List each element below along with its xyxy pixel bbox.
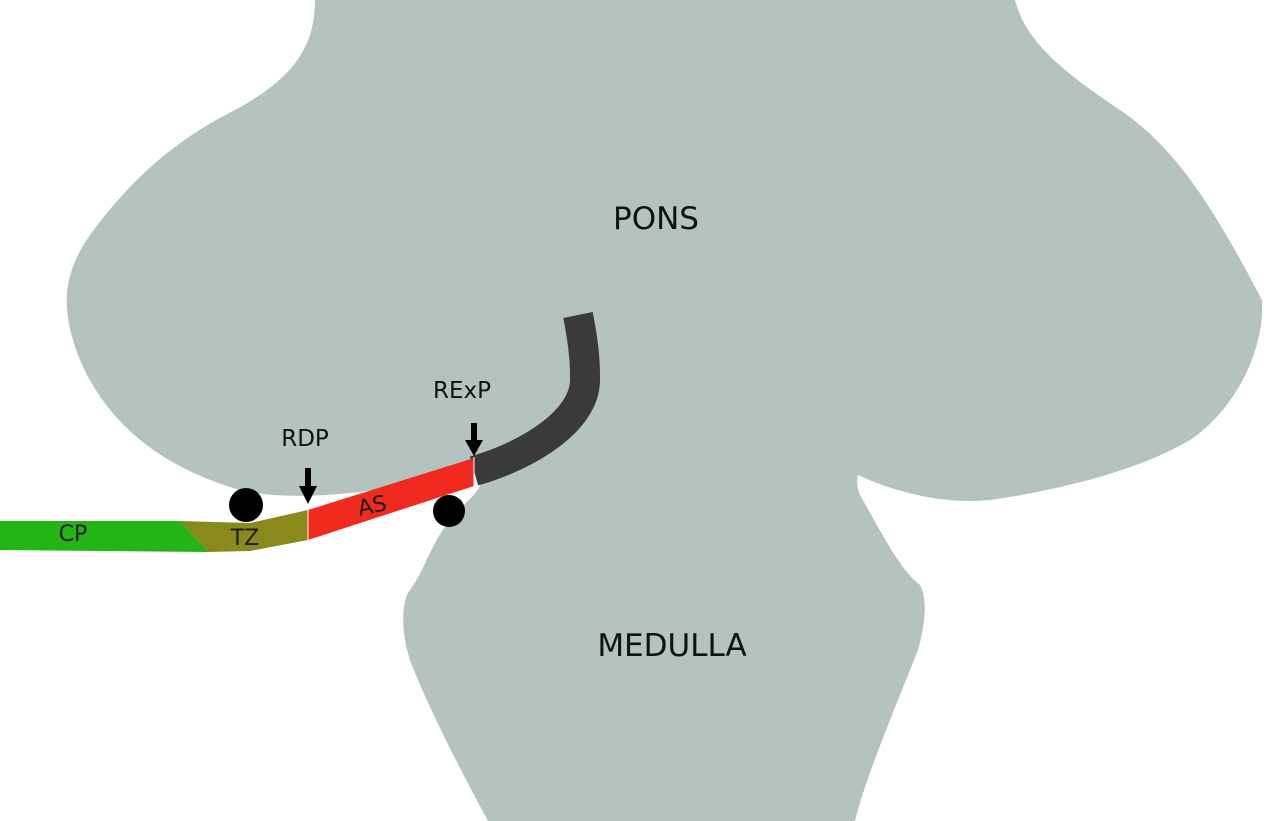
cp-label: CP: [59, 522, 88, 547]
pons-label: PONS: [613, 201, 699, 237]
medulla-label: MEDULLA: [597, 628, 746, 664]
brainstem-silhouette: [66, 0, 1263, 821]
tz-label: TZ: [230, 526, 260, 551]
rexp-arrow-icon: [465, 423, 483, 456]
vessel-marker-left: [229, 488, 263, 522]
root-entry-segment: [469, 312, 600, 486]
cp-segment: [0, 521, 208, 552]
vessel-marker-right: [433, 495, 465, 527]
rdp-arrow-icon: [299, 468, 317, 504]
tz-segment: [180, 510, 308, 552]
rdp-label: RDP: [281, 426, 329, 452]
as-segment: [308, 458, 474, 540]
as-label: AS: [356, 491, 390, 521]
rexp-label: RExP: [433, 378, 491, 404]
